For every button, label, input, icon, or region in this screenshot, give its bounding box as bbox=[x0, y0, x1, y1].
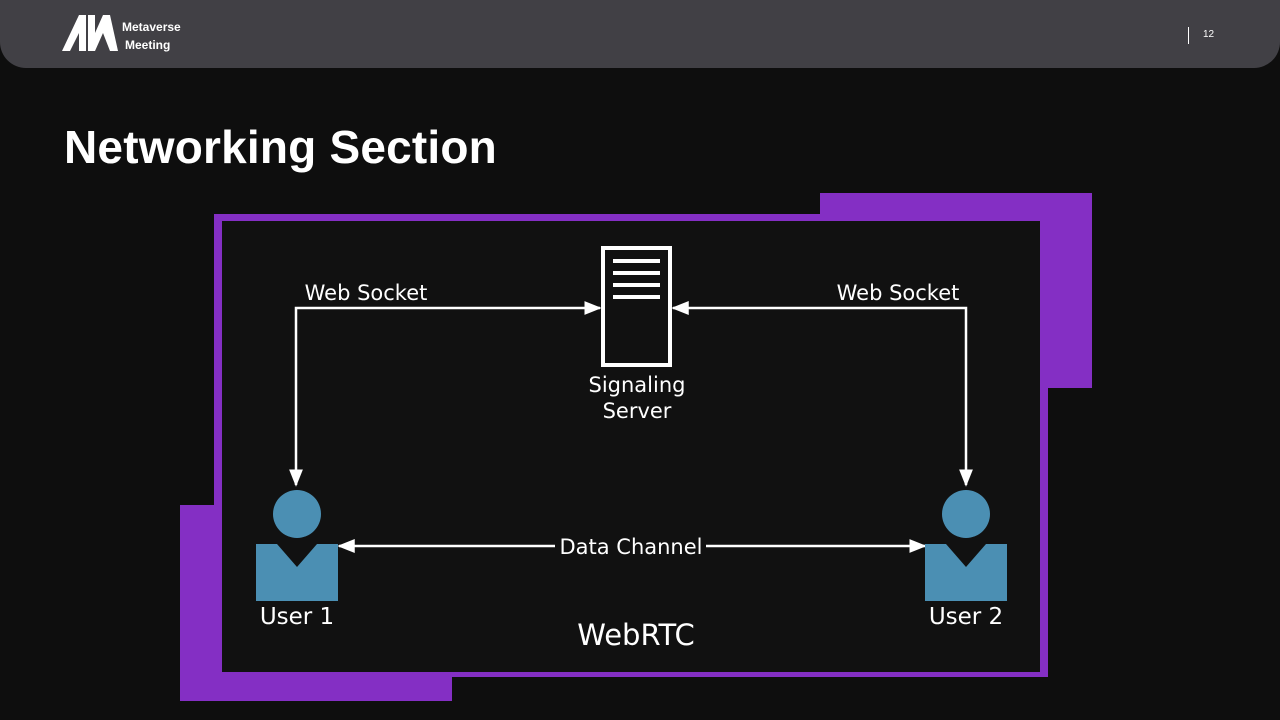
webrtc-diagram: Signaling Server Web Socket Web Socket D… bbox=[222, 221, 1040, 672]
brand-line-2: Meeting bbox=[125, 38, 171, 52]
server-label-line-1: Signaling bbox=[589, 373, 686, 397]
user-1-label: User 1 bbox=[260, 604, 334, 630]
left-link-label: Web Socket bbox=[305, 281, 428, 305]
header-bar: Metaverse Meeting 12 bbox=[0, 0, 1280, 68]
page-number-divider bbox=[1188, 27, 1189, 44]
server-icon bbox=[601, 246, 672, 367]
diagram-caption: WebRTC bbox=[577, 618, 695, 652]
user-2-icon bbox=[925, 490, 1007, 601]
slide-title: Networking Section bbox=[64, 121, 497, 173]
user-1-icon bbox=[256, 490, 338, 601]
server-label-line-2: Server bbox=[603, 399, 672, 423]
brand-line-1: Metaverse bbox=[122, 20, 181, 34]
metaverse-logo-icon bbox=[62, 15, 118, 51]
data-channel-label: Data Channel bbox=[559, 535, 702, 559]
right-link-label: Web Socket bbox=[837, 281, 960, 305]
left-websocket-link bbox=[289, 301, 602, 487]
right-websocket-link bbox=[671, 301, 973, 487]
page-number: 12 bbox=[1203, 29, 1215, 40]
brand-name: Metaverse Meeting bbox=[122, 18, 181, 54]
diagram-canvas: Signaling Server Web Socket Web Socket D… bbox=[256, 246, 1007, 652]
user-2-label: User 2 bbox=[929, 604, 1003, 630]
